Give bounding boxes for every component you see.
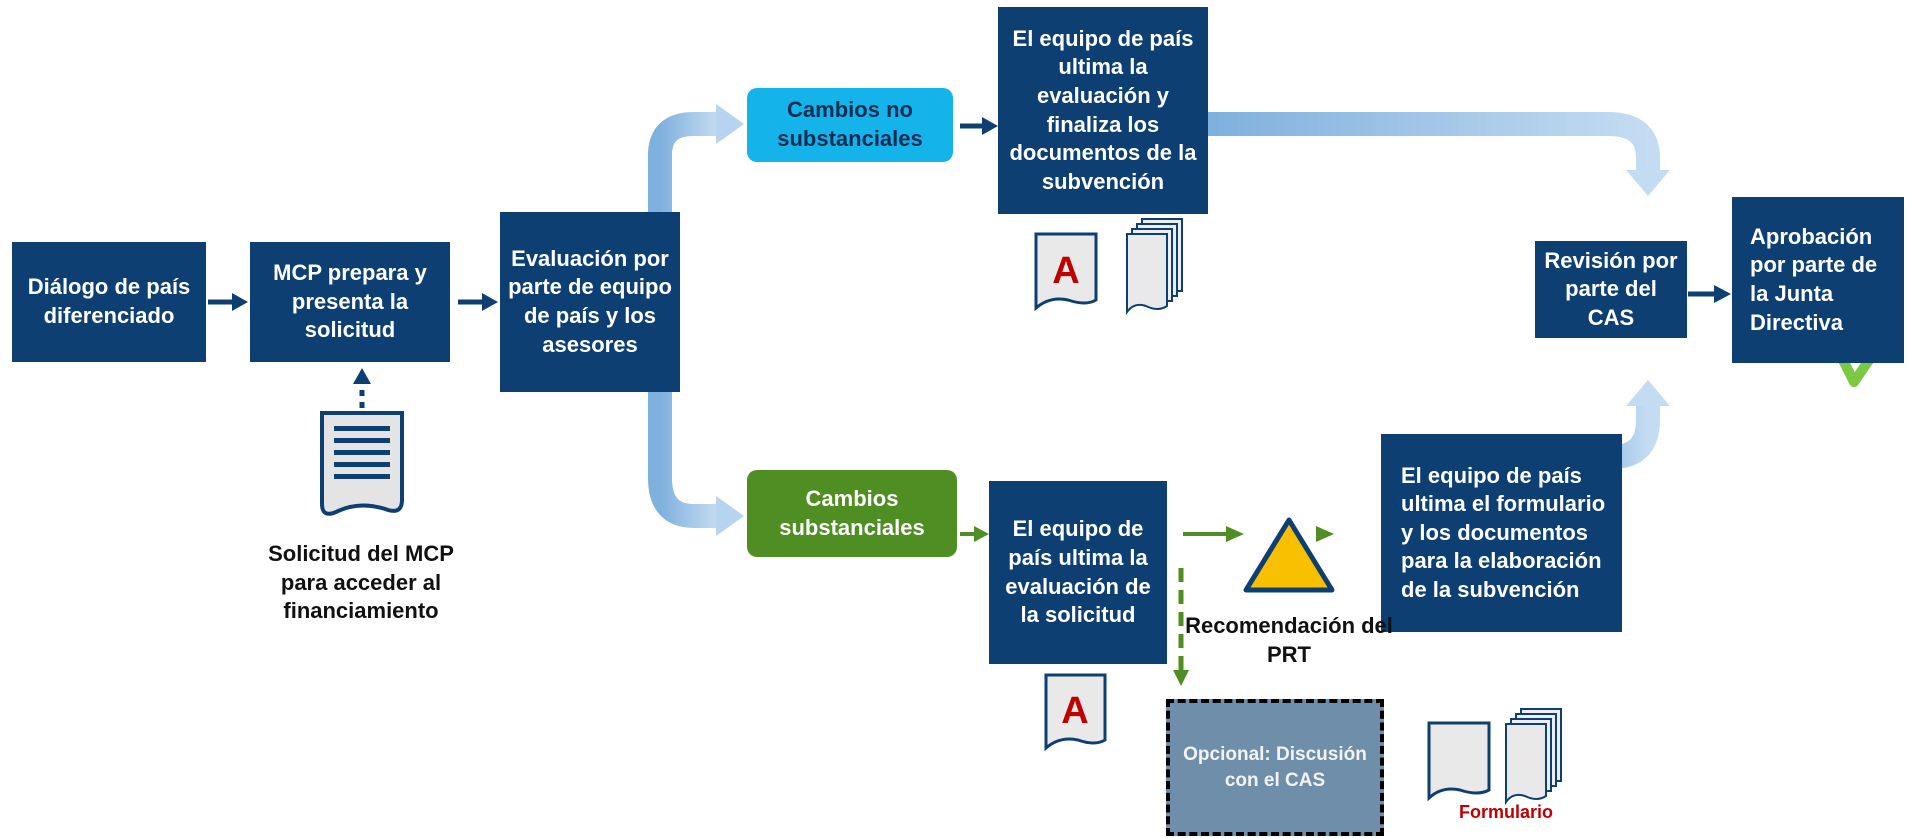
- branch-arrow-up: [648, 104, 744, 236]
- box-revision-cas: Revisión por parte del CAS: [1535, 241, 1687, 338]
- box-cambios-no-substanciales: Cambios no substanciales: [747, 88, 953, 162]
- arrow-cambios-si-to-equipo: [960, 526, 989, 542]
- pdf-document-icon-bottom: [1044, 673, 1107, 752]
- arrow-equipo-to-prt: [1183, 526, 1244, 542]
- arrow-mcp-to-evaluacion: [458, 293, 498, 311]
- arrow-to-review-top: [1208, 112, 1670, 196]
- branch-arrow-down: [648, 362, 744, 536]
- caption-solicitud-mcp: Solicitud del MCP para acceder al financ…: [268, 541, 454, 624]
- pdf-document-icon-top: [1034, 232, 1098, 312]
- warning-triangle-icon: [1243, 517, 1335, 593]
- arrow-prt-to-equipo-formulario: [1316, 526, 1334, 542]
- caption-formulario: Formulario: [1458, 802, 1553, 822]
- arrow-cambios-no-to-equipo: [960, 117, 998, 135]
- arrow-revision-to-aprobacion: [1688, 285, 1731, 303]
- caption-recomendacion-prt: Recomendación del PRT: [1185, 613, 1393, 667]
- box-aprobacion-junta: Aprobación por parte de la Junta Directi…: [1732, 197, 1904, 363]
- pdf-letter-top: A: [1052, 250, 1079, 292]
- pdf-letter-bottom: A: [1061, 690, 1088, 732]
- box-evaluacion: Evaluación por parte de equipo de país y…: [500, 212, 680, 392]
- arrow-optional-dashed: [1173, 568, 1189, 686]
- box-equipo-ultima-evaluacion: El equipo de país ultima la evaluación d…: [989, 481, 1167, 664]
- box-dialogo-pais: Diálogo de país diferenciado: [12, 242, 206, 362]
- request-document-icon: [320, 411, 404, 516]
- box-opcional-discusion: Opcional: Discusión con el CAS: [1166, 699, 1384, 836]
- box-cambios-substanciales: Cambios substanciales: [747, 470, 957, 557]
- arrow-document-to-mcp: [353, 368, 371, 408]
- box-equipo-finaliza: El equipo de país ultima la evaluación y…: [998, 7, 1208, 214]
- box-mcp-prepara: MCP prepara y presenta la solicitud: [250, 242, 450, 362]
- arrow-dialogo-to-mcp: [208, 293, 248, 311]
- form-document-icon: [1427, 721, 1491, 802]
- box-equipo-formulario: El equipo de país ultima el formulario y…: [1381, 434, 1622, 632]
- stacked-documents-icon-bottom: [1505, 708, 1562, 806]
- stacked-documents-icon-top: [1126, 218, 1183, 316]
